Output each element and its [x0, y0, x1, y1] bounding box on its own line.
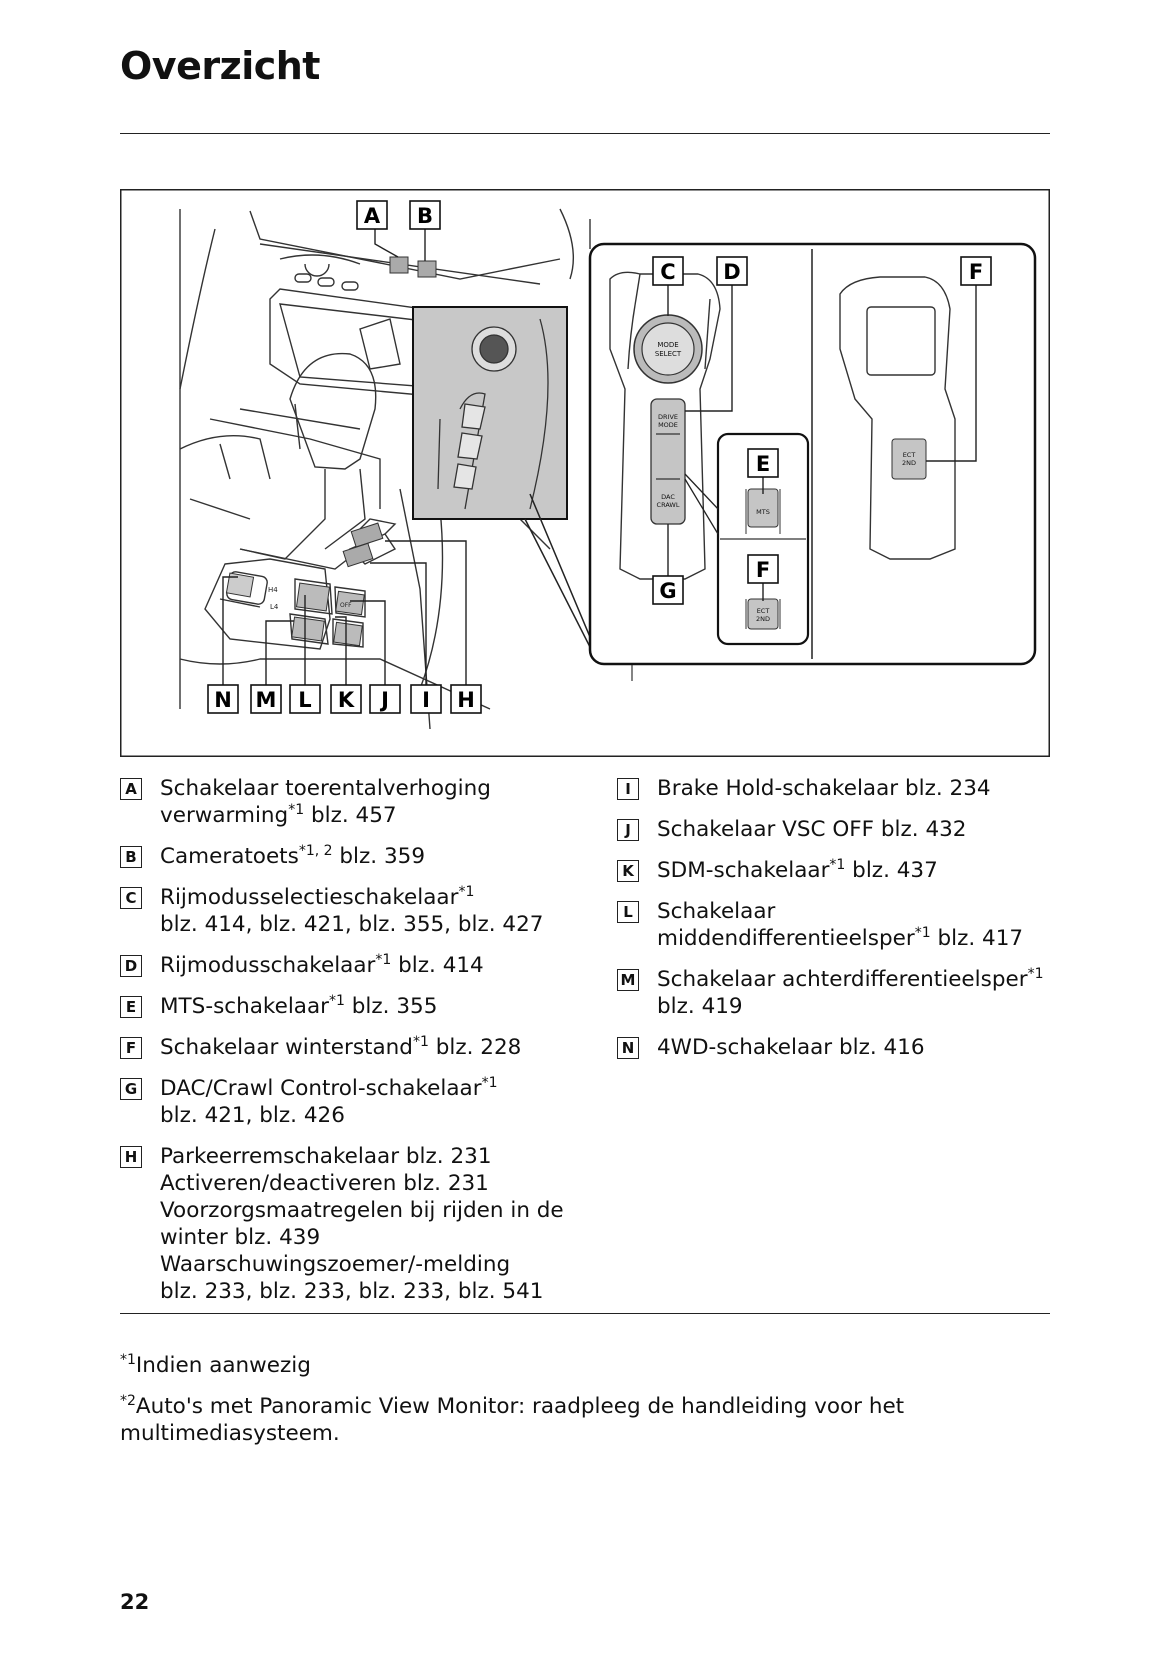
legend-item-f: F Schakelaar winterstand*1 blz. 228 — [120, 1034, 600, 1061]
switch-l-shape — [295, 582, 331, 612]
legend-letter: D — [120, 955, 142, 977]
callout-f-right: F — [960, 256, 992, 286]
switch-n-shape — [225, 572, 255, 598]
svg-text:MTS: MTS — [756, 508, 770, 516]
callout-k: K — [330, 684, 362, 714]
svg-text:2ND: 2ND — [756, 615, 770, 623]
switch-h-shape — [350, 522, 384, 548]
svg-text:K: K — [338, 688, 355, 712]
legend-item-l: L Schakelaar middendifferentieelsper*1 b… — [617, 898, 1057, 952]
callout-l: L — [289, 684, 321, 714]
label-off: OFF — [340, 602, 352, 609]
svg-text:ECT: ECT — [903, 451, 916, 459]
callout-f-inset: F — [747, 554, 779, 584]
bottom-rule — [120, 1313, 1050, 1314]
legend-letter: M — [617, 969, 639, 991]
page-number: 22 — [120, 1590, 150, 1614]
legend-letter: E — [120, 996, 142, 1018]
svg-text:ECT: ECT — [757, 607, 770, 615]
callout-m: M — [250, 684, 282, 714]
svg-text:G: G — [659, 579, 676, 603]
legend-letter: L — [617, 901, 639, 923]
legend-item-h: H Parkeerremschakelaar blz. 231 Activere… — [120, 1143, 600, 1305]
callout-d: D — [716, 256, 748, 286]
svg-text:F: F — [969, 260, 983, 284]
svg-text:CRAWL: CRAWL — [657, 501, 680, 509]
legend-item-c: C Rijmodusselectieschakelaar*1 blz. 414,… — [120, 884, 600, 938]
callout-e: E — [747, 448, 779, 478]
legend-item-e: E MTS-schakelaar*1 blz. 355 — [120, 993, 600, 1020]
callout-b: B — [409, 200, 441, 230]
svg-text:H: H — [457, 688, 475, 712]
legend-right-column: I Brake Hold-schakelaar blz. 234 J Schak… — [617, 775, 1057, 1075]
svg-text:N: N — [214, 688, 232, 712]
legend-item-i: I Brake Hold-schakelaar blz. 234 — [617, 775, 1057, 802]
svg-text:DRIVE: DRIVE — [658, 413, 678, 421]
legend-left-column: A Schakelaar toerentalverhoging verwarmi… — [120, 775, 600, 1319]
svg-text:C: C — [660, 260, 675, 284]
footnotes: *1Indien aanwezig *2Auto's met Panoramic… — [120, 1352, 1050, 1461]
label-h4: H4 — [268, 586, 278, 594]
label-l4: L4 — [270, 603, 279, 611]
callout-a: A — [356, 200, 388, 230]
page-title: Overzicht — [120, 44, 320, 88]
legend-item-a: A Schakelaar toerentalverhoging verwarmi… — [120, 775, 600, 829]
svg-text:A: A — [364, 204, 381, 228]
top-rule — [120, 133, 1050, 134]
legend-letter: I — [617, 778, 639, 800]
callout-c: C — [652, 256, 684, 286]
svg-text:MODE: MODE — [658, 421, 678, 429]
legend-item-k: K SDM-schakelaar*1 blz. 437 — [617, 857, 1057, 884]
legend-letter: B — [120, 846, 142, 868]
switch-i-shape — [342, 542, 374, 568]
legend-item-j: J Schakelaar VSC OFF blz. 432 — [617, 816, 1057, 843]
svg-text:J: J — [379, 688, 389, 712]
svg-text:M: M — [256, 688, 277, 712]
switch-j-shape — [335, 590, 365, 616]
switch-k-shape — [333, 621, 363, 647]
svg-text:SELECT: SELECT — [655, 350, 682, 358]
svg-text:L: L — [298, 688, 311, 712]
legend-item-g: G DAC/Crawl Control-schakelaar*1 blz. 42… — [120, 1075, 600, 1129]
button-a-shape — [389, 256, 409, 274]
legend-item-b: B Cameratoets*1, 2 blz. 359 — [120, 843, 600, 870]
svg-text:2ND: 2ND — [902, 459, 916, 467]
svg-text:DAC: DAC — [661, 493, 675, 501]
svg-text:F: F — [756, 558, 770, 582]
console-illustration: H4 L4 OFF MODE SELECT DRIVE MODE DAC CRA… — [120, 189, 1050, 757]
footnote-1: *1Indien aanwezig — [120, 1351, 311, 1378]
button-b-shape — [417, 260, 437, 278]
footnote-2: *2Auto's met Panoramic View Monitor: raa… — [120, 1392, 905, 1446]
svg-text:B: B — [417, 204, 433, 228]
svg-text:MODE: MODE — [657, 341, 678, 349]
svg-text:I: I — [422, 688, 430, 712]
switch-m-shape — [291, 616, 325, 642]
callout-h: H — [450, 684, 482, 714]
legend-letter: N — [617, 1037, 639, 1059]
legend-letter: K — [617, 860, 639, 882]
callout-j: J — [369, 684, 401, 714]
svg-text:E: E — [756, 452, 770, 476]
callout-i: I — [410, 684, 442, 714]
console-drawing — [179, 208, 591, 730]
legend-item-m: M Schakelaar achterdifferentieelsper*1 b… — [617, 966, 1057, 1020]
legend-letter: J — [617, 819, 639, 841]
legend-letter: A — [120, 778, 142, 800]
legend-letter: G — [120, 1078, 142, 1100]
legend-item-n: N 4WD-schakelaar blz. 416 — [617, 1034, 1057, 1061]
ect-switch — [891, 438, 927, 480]
legend-letter: H — [120, 1146, 142, 1168]
legend-letter: F — [120, 1037, 142, 1059]
svg-text:D: D — [723, 260, 740, 284]
legend-letter: C — [120, 887, 142, 909]
callout-g: G — [652, 575, 684, 605]
legend-item-d: D Rijmodusschakelaar*1 blz. 414 — [120, 952, 600, 979]
callout-n: N — [207, 684, 239, 714]
